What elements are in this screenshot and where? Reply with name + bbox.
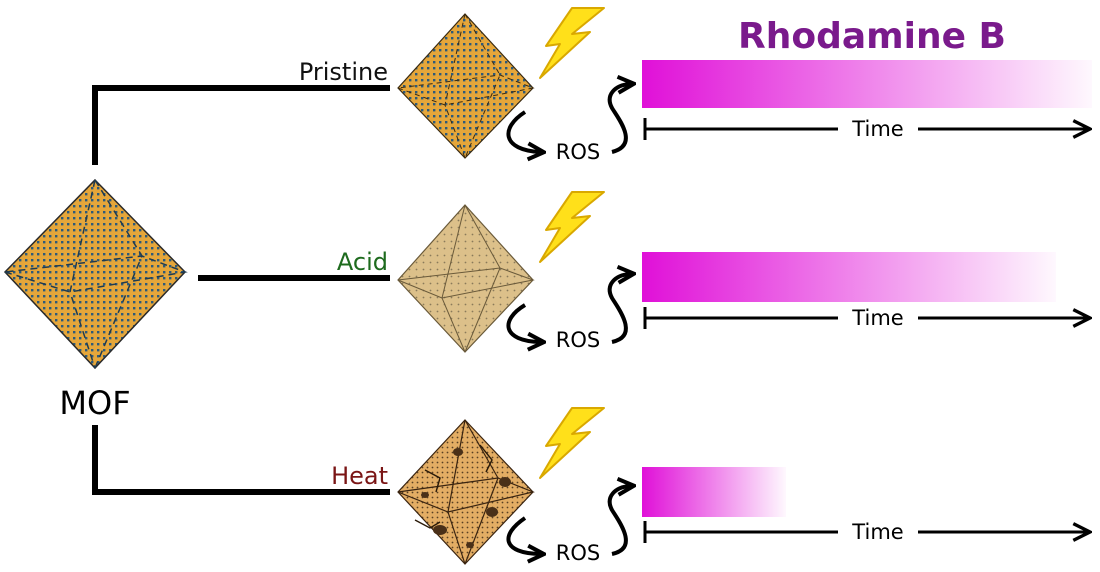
lightning-bolt-icon bbox=[539, 191, 605, 263]
curved-arrow-icon bbox=[607, 486, 630, 556]
chart-title: Rhodamine B bbox=[738, 16, 1006, 57]
crystal-heat bbox=[397, 419, 535, 565]
branch-label-pristine: Pristine bbox=[299, 58, 388, 86]
branch-label-heat: Heat bbox=[331, 462, 388, 490]
crystal-acid bbox=[397, 204, 535, 353]
curved-arrow-icon bbox=[506, 303, 540, 342]
lightning-bolt-icon bbox=[539, 7, 605, 79]
time-axis-pristine bbox=[643, 118, 1088, 140]
mof-label: MOF bbox=[59, 384, 130, 422]
connector-pristine bbox=[92, 85, 390, 165]
ros-reaction-pristine bbox=[506, 84, 630, 154]
ros-reaction-acid bbox=[506, 274, 630, 344]
mof-crystal bbox=[3, 178, 188, 370]
ros-label-pristine: ROS bbox=[556, 140, 600, 164]
curved-arrow-icon bbox=[607, 84, 630, 154]
time-axis-acid bbox=[643, 307, 1088, 329]
lightning-bolt-icon bbox=[539, 407, 605, 479]
ros-reaction-heat bbox=[506, 486, 630, 556]
time-label-pristine: Time bbox=[851, 117, 903, 141]
time-label-acid: Time bbox=[851, 306, 903, 330]
curved-arrow-icon bbox=[506, 516, 540, 554]
curved-arrow-icon bbox=[607, 274, 630, 344]
crystal-pristine bbox=[397, 13, 535, 159]
time-label-heat: Time bbox=[851, 520, 903, 544]
ros-label-heat: ROS bbox=[556, 541, 600, 565]
dye-bar-acid bbox=[642, 252, 1056, 302]
connector-heat bbox=[92, 425, 390, 495]
curved-arrow-icon bbox=[506, 110, 540, 152]
dye-bar-heat bbox=[642, 467, 786, 517]
branch-label-acid: Acid bbox=[337, 248, 388, 276]
branch-connectors bbox=[92, 85, 390, 495]
ros-label-acid: ROS bbox=[556, 328, 600, 352]
time-axis-heat bbox=[643, 521, 1088, 543]
dye-bar-pristine bbox=[642, 60, 1092, 108]
